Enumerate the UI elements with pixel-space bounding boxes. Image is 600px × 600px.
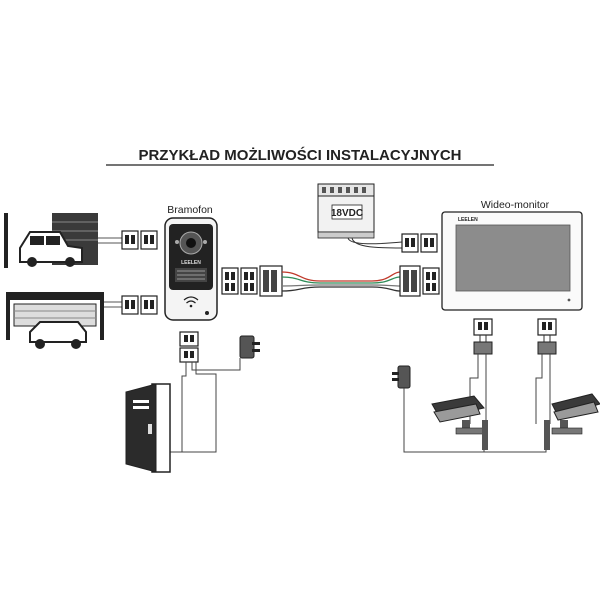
intercom-brand: LEELEN xyxy=(181,260,201,266)
power-adapter-icon xyxy=(239,335,260,359)
wifi-icon xyxy=(183,296,199,301)
power-supply-unit: 18VDC xyxy=(317,183,375,239)
garage-gate-icon xyxy=(4,213,98,268)
gate-connector-2 xyxy=(104,295,158,315)
cctv-camera-icon xyxy=(544,393,600,450)
monitor-brand: LEELEN xyxy=(458,217,478,223)
diagram-title: PRZYKŁAD MOŻLIWOŚCI INSTALACYJNYCH xyxy=(138,146,461,164)
lock-connector xyxy=(179,331,199,363)
lock-wiring xyxy=(168,358,241,453)
camera-power-adapter xyxy=(392,365,411,389)
bus-cable xyxy=(281,271,401,292)
intercom-terminal xyxy=(221,265,283,297)
monitor-terminal xyxy=(399,265,440,297)
camera-connector-1 xyxy=(473,318,493,355)
camera-connector-2 xyxy=(537,318,557,355)
gate-connector-1 xyxy=(98,230,158,250)
video-monitor: LEELEN xyxy=(441,211,583,311)
intercom-unit: LEELEN xyxy=(164,217,218,321)
power-supply-label: 18VDC xyxy=(331,208,363,219)
power-cable xyxy=(347,233,438,253)
door-icon xyxy=(125,383,171,473)
cctv-camera-icon xyxy=(431,395,488,450)
intercom-label: Bramofon xyxy=(167,204,213,216)
monitor-label: Wideo-monitor xyxy=(481,199,550,211)
sliding-gate-icon xyxy=(6,292,104,349)
